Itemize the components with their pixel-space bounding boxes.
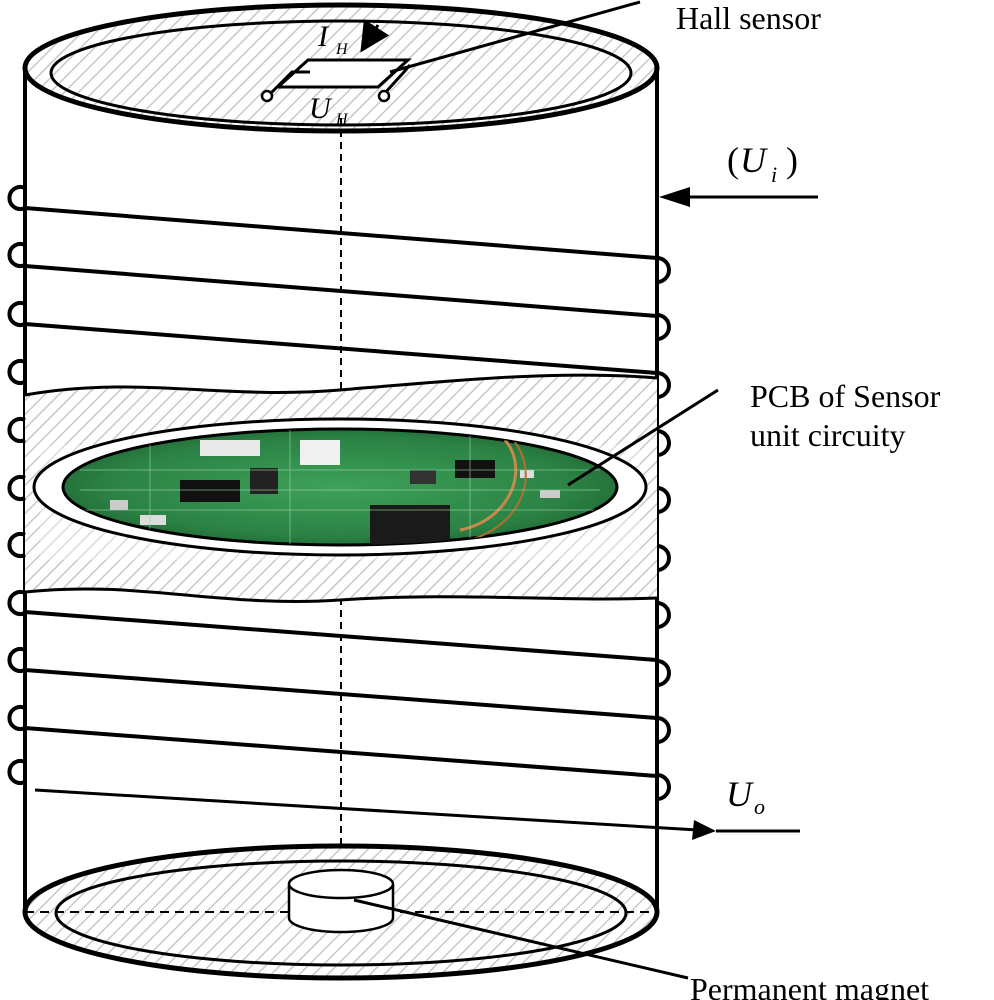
hall-current-var: I (317, 20, 330, 53)
output-voltage-var: U (726, 774, 754, 814)
pcb-label-line2: unit circuity (750, 417, 906, 453)
input-lead (659, 187, 818, 207)
coil-loop-left (7, 590, 26, 616)
output-voltage-sub: o (754, 794, 765, 819)
terminal-right (377, 89, 391, 103)
coil-loop-right (656, 773, 671, 801)
coil-loop-right (656, 659, 671, 687)
output-voltage-symbol: U o (726, 774, 765, 819)
current-arrow (360, 19, 390, 53)
coil-loop-right (656, 429, 671, 457)
pcb-label-line1: PCB of Sensor (750, 378, 941, 414)
coil-winding (24, 264, 658, 318)
coil-loop-right (656, 601, 671, 629)
hall-sensor-leader (389, 0, 641, 74)
coil-winding (24, 610, 658, 662)
coil-loop-left (7, 359, 26, 385)
pcb-leader (567, 388, 719, 487)
input-voltage-sub: i (771, 162, 777, 187)
coil-loop-right (656, 544, 671, 572)
magnet-leader (353, 898, 689, 980)
coil-loop-left (7, 647, 26, 673)
input-voltage-open: ( (727, 140, 739, 180)
input-voltage-var: U (740, 140, 768, 180)
coil-loop-right (656, 716, 671, 744)
leader-lines (353, 0, 719, 980)
coil-loop-right (656, 486, 671, 514)
hall-current-sub: H (335, 41, 349, 58)
coil-loop-left (7, 705, 26, 731)
coil-winding (24, 726, 658, 778)
coil-winding (24, 322, 658, 375)
permanent-magnet (287, 868, 395, 934)
coil-loop-right (656, 371, 671, 399)
coil-loop-left (7, 759, 26, 785)
coil-windings (7, 185, 671, 801)
coil-loop-left (7, 417, 26, 443)
coil-loop-right (656, 256, 671, 284)
pcb-board (32, 417, 648, 557)
terminal-left (260, 89, 274, 103)
coil-loop-left (7, 475, 26, 501)
coil-loop-left (7, 242, 26, 268)
coil-loop-left (7, 532, 26, 558)
hall-voltage-var: U (309, 92, 333, 125)
output-lead (34, 788, 800, 840)
hall-current-symbol: I H (317, 20, 349, 58)
hall-sensor-label: Hall sensor (676, 0, 821, 36)
coil-loop-left (7, 185, 26, 211)
hall-sensor-element (260, 19, 412, 103)
hall-voltage-sub: H (335, 111, 349, 128)
input-voltage-close: ) (786, 140, 798, 180)
pcb-components (80, 430, 600, 545)
permanent-magnet-label: Permanent magnet (690, 971, 929, 1000)
input-voltage-symbol: ( U i ) (727, 140, 798, 187)
coil-loop-left (7, 301, 26, 327)
coil-loop-right (656, 313, 671, 341)
coil-winding (24, 668, 658, 720)
coil-winding (24, 206, 658, 260)
hall-voltage-symbol: U H (309, 92, 349, 128)
